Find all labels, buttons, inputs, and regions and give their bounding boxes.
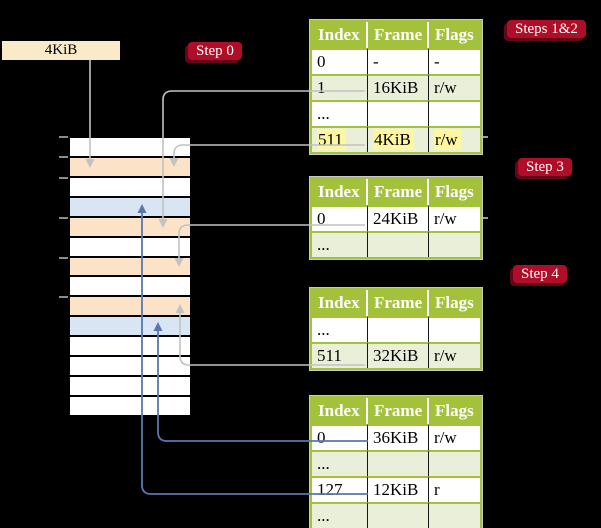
table-header-cell: Flags	[435, 293, 474, 312]
table-row: ...	[312, 231, 480, 257]
table-cell	[368, 502, 429, 528]
table-cell: r/w	[429, 74, 480, 100]
table-cell: 0	[312, 48, 368, 74]
table-cell: -	[368, 48, 429, 74]
highlighted-value: 4KiB	[373, 129, 414, 150]
table-header-cell: Index	[312, 22, 368, 48]
table-cell	[429, 231, 480, 257]
table-cell	[429, 316, 480, 342]
table-cell: r/w	[429, 205, 480, 231]
address-tick	[59, 136, 68, 138]
table-row: ...	[312, 316, 480, 342]
memory-frame-row-7	[70, 257, 190, 276]
table-header-cell: Index	[312, 398, 368, 424]
table-cell: 0	[312, 205, 368, 231]
memory-frame-row-2	[70, 157, 190, 176]
memory-frame-row-14	[70, 396, 190, 415]
table-cell: ...	[312, 231, 368, 257]
memory-frame-row-9	[70, 297, 190, 316]
table-cell: r	[429, 476, 480, 502]
table-header-cell: Flags	[435, 401, 474, 420]
table-row: 511 4KiB r/w	[312, 126, 480, 152]
badge-step-3: Step 3	[518, 158, 572, 176]
table-row: ...	[312, 502, 480, 528]
address-tick	[59, 156, 68, 158]
table-header-cell: Index	[312, 290, 368, 316]
highlighted-value: r/w	[434, 129, 461, 150]
table-cell	[368, 231, 429, 257]
badge-step-4: Step 4	[513, 265, 567, 283]
table-cell	[429, 502, 480, 528]
table-cell	[368, 450, 429, 476]
memory-frame-row-8	[70, 277, 190, 296]
table-cell: ...	[312, 450, 368, 476]
memory-frame-row-10	[70, 317, 190, 336]
table-header-cell: Frame	[368, 22, 429, 48]
table-cell: -	[429, 48, 480, 74]
table-cell	[429, 450, 480, 476]
address-tick	[59, 217, 68, 219]
table-header-cell: Frame	[368, 290, 429, 316]
frame-size-label: 4KiB	[44, 42, 78, 58]
table-cell: 0	[312, 424, 368, 450]
table-cell	[368, 316, 429, 342]
address-tick	[59, 177, 68, 179]
table-cell: ...	[312, 502, 368, 528]
memory-frame-row-3	[70, 177, 190, 196]
memory-frame-row-6	[70, 237, 190, 256]
table-header-cell: Frame	[368, 179, 429, 205]
physical-memory-stack	[70, 138, 190, 415]
table-cell: 127	[312, 476, 368, 502]
badge-steps-1-2: Steps 1&2	[507, 20, 586, 38]
table-cell: 4KiB	[368, 126, 429, 152]
memory-frame-row-11	[70, 337, 190, 356]
table-cell: r/w	[429, 424, 480, 450]
table-header-cell: Flags	[435, 25, 474, 44]
table-cell: 36KiB	[368, 424, 429, 450]
table-cell: 12KiB	[368, 476, 429, 502]
table-row: 0--	[312, 48, 480, 74]
table-row: ...	[312, 450, 480, 476]
table-header-cell: Index	[312, 179, 368, 205]
table-cell: r/w	[429, 342, 480, 368]
memory-frame-row-13	[70, 377, 190, 395]
memory-frame-row-5	[70, 217, 190, 236]
table-cell: 1	[312, 74, 368, 100]
table-cell: 511	[312, 126, 368, 152]
table-header-cell: Flags	[435, 182, 474, 201]
table-cell: 32KiB	[368, 342, 429, 368]
address-tick	[59, 257, 68, 259]
table-cell: r/w	[429, 126, 480, 152]
table-cell: 24KiB	[368, 205, 429, 231]
frame-size-label-box: 4KiB	[2, 41, 120, 60]
memory-frame-row-4	[70, 197, 190, 216]
memory-frame-row-12	[70, 357, 190, 376]
table-cell: 16KiB	[368, 74, 429, 100]
table-cell	[429, 100, 480, 126]
table-row: ...	[312, 100, 480, 126]
address-tick	[59, 296, 68, 298]
memory-frame-row-1	[70, 138, 190, 156]
highlighted-value: 511	[317, 129, 346, 150]
badge-step-0: Step 0	[188, 42, 242, 60]
table-cell	[368, 100, 429, 126]
table-cell: 511	[312, 342, 368, 368]
table-cell: ...	[312, 100, 368, 126]
table-header-cell: Frame	[368, 398, 429, 424]
table-cell: ...	[312, 316, 368, 342]
